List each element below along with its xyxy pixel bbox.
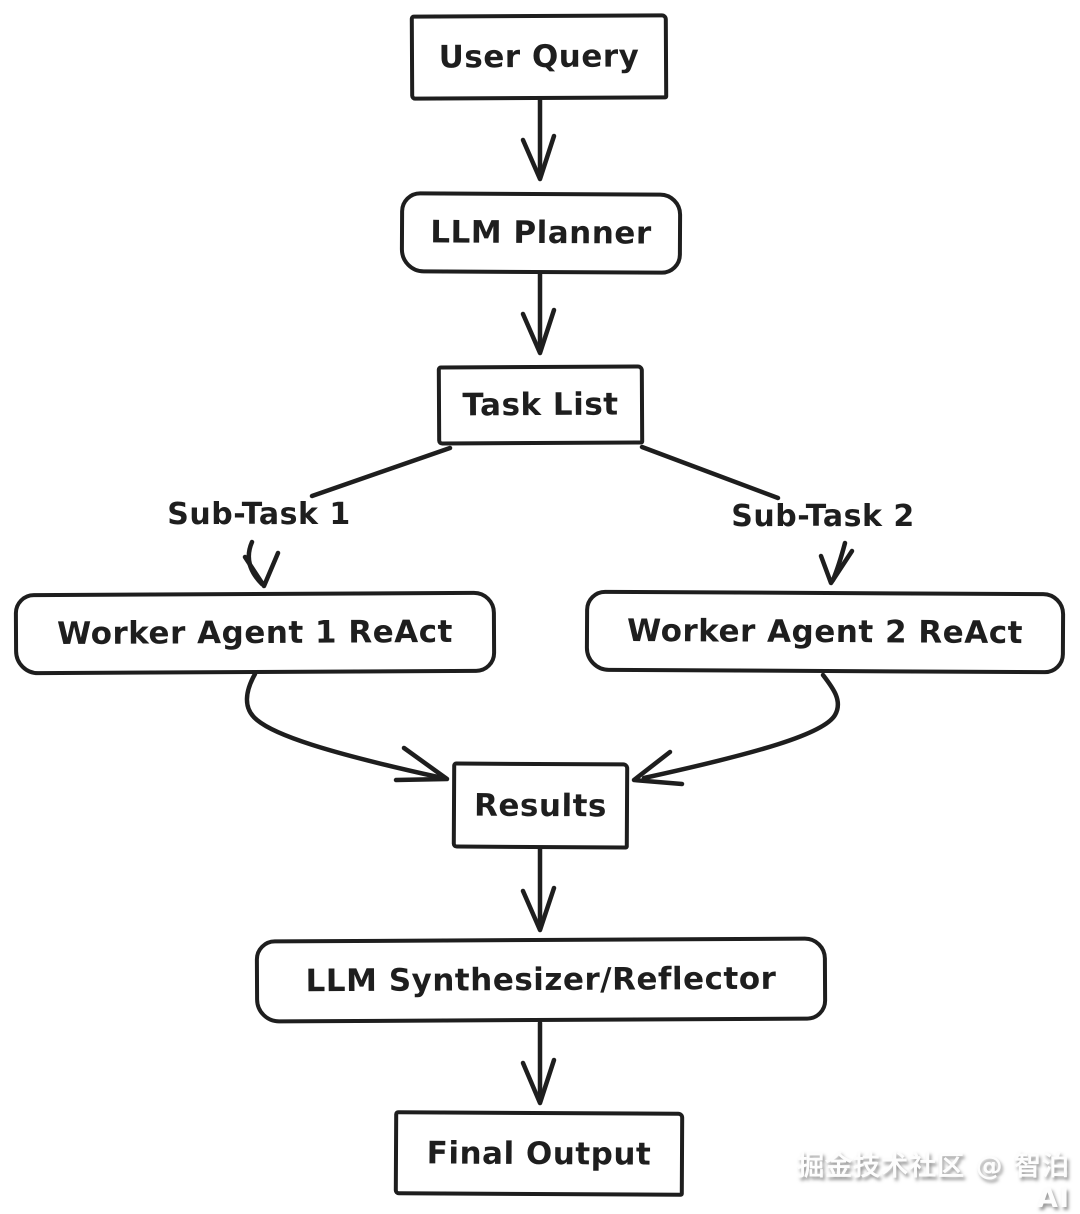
label-sub-task-1: Sub-Task 1: [139, 497, 379, 532]
arrow-user-query-to-llm-planner: [520, 97, 557, 182]
node-synthesizer-label: LLM Synthesizer/Reflector: [305, 960, 777, 1000]
arrow-sub-task-1-to-worker-1: [242, 539, 281, 589]
node-final-output-label: Final Output: [426, 1134, 652, 1173]
arrow-worker-2-to-results: [631, 672, 841, 787]
node-results: Results: [451, 761, 630, 850]
node-final-output: Final Output: [393, 1110, 685, 1197]
label-sub-task-2: Sub-Task 2: [703, 499, 943, 534]
node-worker-agent-2: Worker Agent 2 ReAct: [584, 589, 1066, 675]
node-worker-agent-1: Worker Agent 1 ReAct: [13, 590, 497, 676]
watermark: 掘金技术社区 @ 智泊AI: [770, 1144, 1070, 1214]
node-task-list: Task List: [436, 364, 645, 446]
node-user-query: User Query: [409, 13, 669, 101]
node-llm-planner: LLM Planner: [399, 191, 683, 275]
node-worker-agent-1-label: Worker Agent 1 ReAct: [56, 613, 454, 653]
label-sub-task-2-text: Sub-Task 2: [731, 499, 915, 534]
arrow-worker-1-to-results: [244, 671, 450, 783]
node-worker-agent-2-label: Worker Agent 2 ReAct: [626, 612, 1024, 652]
arrow-results-to-synthesizer: [520, 846, 557, 933]
line-task-list-to-sub-task-1: [309, 445, 453, 499]
line-task-list-to-sub-task-2: [639, 444, 781, 501]
node-user-query-label: User Query: [438, 38, 640, 76]
node-llm-planner-label: LLM Planner: [430, 214, 652, 252]
node-synthesizer: LLM Synthesizer/Reflector: [254, 936, 828, 1024]
node-task-list-label: Task List: [462, 386, 619, 424]
label-sub-task-1-text: Sub-Task 1: [167, 497, 351, 532]
arrow-llm-planner-to-task-list: [520, 271, 557, 356]
arrow-sub-task-2-to-worker-2: [818, 540, 855, 586]
arrow-synthesizer-to-final-output: [520, 1020, 557, 1106]
watermark-text: 掘金技术社区 @ 智泊AI: [797, 1151, 1070, 1214]
node-results-label: Results: [473, 787, 607, 824]
